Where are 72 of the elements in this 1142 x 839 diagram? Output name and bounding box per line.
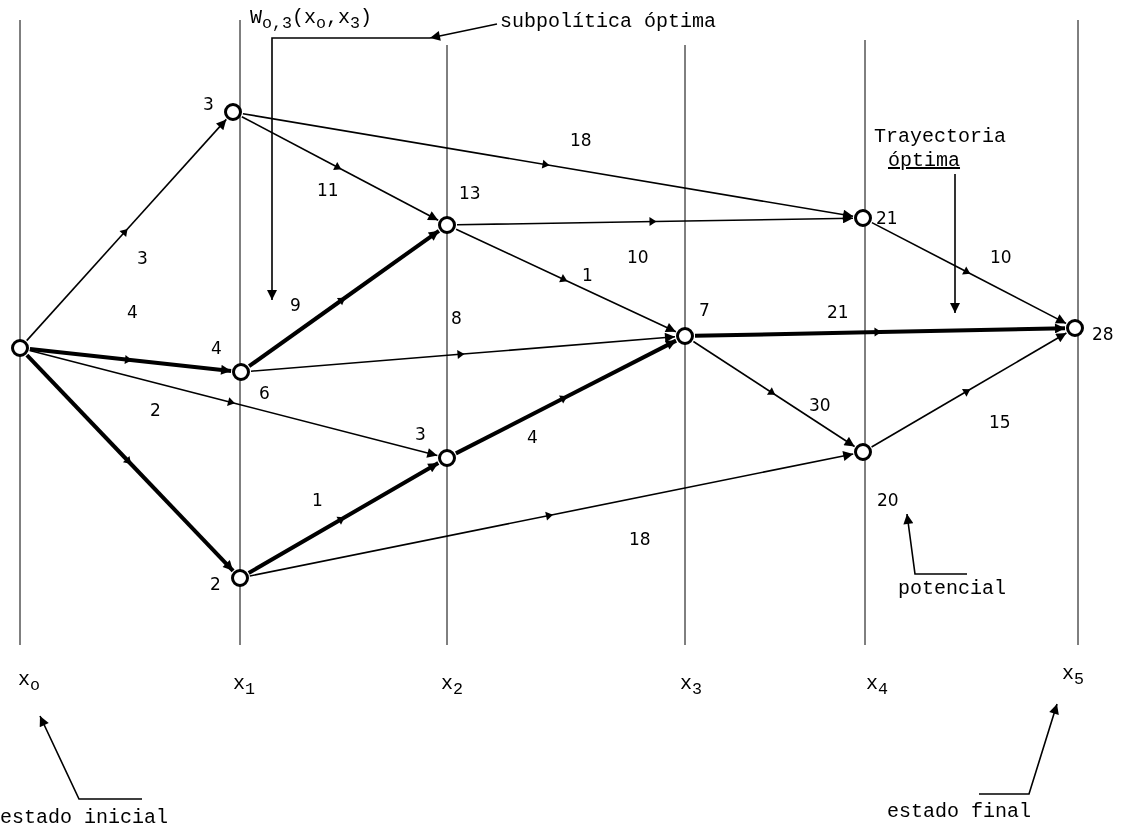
node-circle (438, 449, 456, 467)
arrow (692, 340, 856, 448)
edge-label: 1 (582, 265, 593, 285)
stage-label: x$_{2}$ (441, 672, 463, 701)
arrow (694, 323, 1066, 338)
potential-value: 2 (210, 574, 221, 594)
potential-value: 7 (699, 300, 710, 320)
potential-value: 21 (876, 208, 898, 228)
annotation-text: Trayectoria (874, 125, 1007, 149)
node-circle (676, 327, 694, 345)
edge-label: 2 (150, 400, 161, 420)
leader-line (39, 715, 143, 800)
arrow (247, 461, 440, 575)
potential-value: 4 (211, 338, 222, 358)
edge-label: 4 (127, 302, 138, 322)
node-circle (231, 569, 249, 587)
arrow (25, 353, 235, 573)
arrow (456, 213, 854, 226)
node-circle (224, 103, 242, 121)
arrow (247, 229, 441, 368)
edge-label: 3 (137, 248, 148, 268)
potential-value: 20 (877, 490, 899, 510)
node-circle (11, 339, 29, 357)
edge-label: 9 (290, 295, 301, 315)
annotation-text: estado final (887, 800, 1032, 824)
potential-value: 28 (1092, 324, 1114, 344)
leader-line (429, 23, 498, 41)
node-circle (854, 443, 872, 461)
edge-label: 6 (259, 383, 270, 403)
arrow (455, 338, 677, 456)
edge-label: 18 (629, 529, 651, 549)
edge-label: 30 (809, 395, 831, 415)
arrow (455, 228, 677, 333)
node-circle (232, 363, 250, 381)
stage-label: x$_{3}$ (680, 672, 702, 701)
annotation-text: W$_{o,3}$(x$_{o}$,x$_{3}$) (250, 6, 373, 36)
edge-label: 1 (312, 490, 323, 510)
potential-value: 3 (415, 424, 426, 444)
arrow (25, 118, 228, 342)
node-circle (854, 209, 872, 227)
annotation-text: óptima (887, 149, 961, 173)
edge-label: 18 (570, 130, 592, 150)
arrow (871, 221, 1067, 325)
arrow (250, 333, 676, 372)
arrow (241, 115, 439, 222)
leader-line (950, 173, 960, 314)
potential-value: 13 (459, 183, 481, 203)
annotation-text: x$_{o}$ (18, 668, 40, 698)
arrow (242, 112, 854, 220)
leader-line (978, 703, 1059, 795)
leader-line (267, 37, 431, 301)
arrow (870, 332, 1068, 448)
arrow (28, 349, 439, 458)
edge-label: 21 (827, 302, 849, 322)
edge-label: 10 (627, 247, 649, 267)
leader-line (903, 513, 968, 575)
node-circle (438, 216, 456, 234)
edge-label: 11 (317, 180, 339, 200)
annotation-text: subpolítica óptima (500, 10, 717, 34)
potential-value: 3 (203, 94, 214, 114)
annotation-text: estado inicial (0, 806, 169, 830)
edge-label: 10 (990, 247, 1012, 267)
arrow (29, 347, 232, 375)
edge-label: 15 (989, 412, 1011, 432)
node-circle (1066, 319, 1084, 337)
annotation-text: x$_{5}$ (1062, 662, 1084, 692)
stage-label: x$_{4}$ (866, 672, 888, 701)
stage-label: x$_{1}$ (233, 672, 255, 701)
annotation-text: potencial (898, 577, 1007, 601)
edge-label: 4 (527, 427, 538, 447)
arrow (249, 451, 854, 577)
edge-label: 8 (451, 308, 462, 328)
